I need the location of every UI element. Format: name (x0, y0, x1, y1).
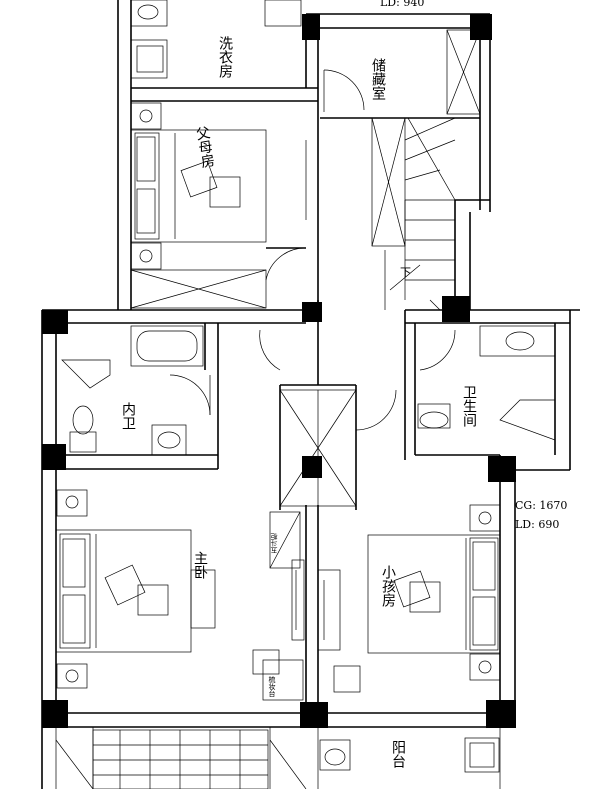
room-label-inner-bath: 内卫 (120, 402, 136, 430)
annotations: LD: 940 CG: 1670 LD: 690 下 五斗柜 梳妆台 (268, 0, 567, 698)
room-label-master: 主卧 (192, 551, 208, 579)
ceiling-height: CG: 1670 (515, 499, 567, 512)
room-label-laundry: 洗衣房 (217, 36, 233, 78)
room-label-balcony: 阳台 (390, 740, 406, 768)
stair-down-label: 下 (400, 266, 411, 279)
room-label-child: 小孩房 (380, 565, 396, 607)
corridor-cabinet (279, 389, 397, 507)
master-bedroom-furniture (55, 489, 305, 701)
room-label-bathroom: 卫生间 (461, 385, 477, 428)
laundry-fixtures (130, 0, 302, 79)
room-label-storage: 储藏室 (370, 58, 386, 100)
bathroom-fixtures (417, 325, 556, 441)
walls (41, 0, 580, 789)
child-room-furniture (317, 504, 501, 693)
balcony-fixtures (55, 729, 500, 789)
dresser-label: 梳妆台 (268, 675, 276, 698)
top-dimension: LD: 940 (380, 0, 424, 9)
ld-dimension: LD: 690 (515, 518, 559, 531)
stairs (371, 117, 456, 311)
inner-bath-fixtures (61, 325, 281, 456)
columns (42, 14, 516, 728)
cabinet-label: 五斗柜 (270, 532, 278, 554)
room-label-parents: 父母房 (193, 125, 216, 169)
room-labels: 洗衣房 储藏室 父母房 内卫 卫生间 主卧 小孩房 阳台 (120, 36, 477, 768)
parents-room-furniture (130, 102, 307, 309)
storage-cabinet (323, 29, 481, 115)
